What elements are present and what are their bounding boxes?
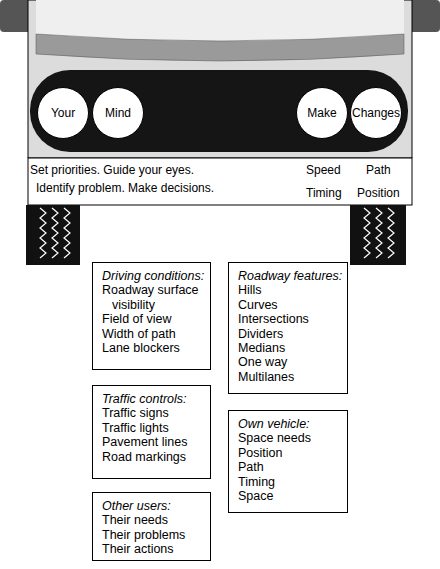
trunk-band: [36, 34, 404, 61]
box-heading: Other users:: [102, 499, 206, 513]
box-heading: Roadway features:: [238, 269, 343, 283]
box-item: Lane blockers: [102, 341, 206, 355]
tread-line: [376, 208, 382, 258]
box-item: Their actions: [102, 542, 206, 556]
bumper-band: [28, 158, 412, 205]
box-item: Roadway surface visibility: [102, 283, 206, 312]
bumper-label: Position: [357, 186, 400, 200]
box-item: Road markings: [102, 450, 206, 464]
box-item: Pavement lines: [102, 435, 206, 449]
tread-line: [40, 208, 46, 258]
box-heading: Traffic controls:: [102, 392, 206, 406]
tread-line: [388, 208, 394, 258]
trunk-lid: [36, 0, 404, 41]
factor-box: Other users:Their needsTheir problemsThe…: [92, 492, 211, 561]
circle-word: Mind: [105, 106, 131, 120]
box-item: Field of view: [102, 312, 206, 326]
tread-line: [64, 208, 70, 258]
tire-tread: [40, 208, 394, 258]
circle-word: Make: [307, 106, 336, 120]
box-item: Dividers: [238, 327, 343, 341]
box-item: Intersections: [238, 312, 343, 326]
tread-line: [364, 208, 370, 258]
bumper-label: Identify problem. Make decisions.: [36, 181, 214, 195]
word-circle: Mind: [92, 87, 144, 139]
box-item: Multilanes: [238, 370, 343, 384]
taillight-bar: [30, 70, 408, 152]
tread-line: [52, 208, 58, 258]
bumper-label: Path: [366, 163, 391, 177]
factor-box: Driving conditions:Roadway surface visib…: [92, 262, 211, 370]
car-body: [28, 0, 412, 158]
factor-box: Roadway features:HillsCurvesIntersection…: [228, 262, 348, 394]
wheel: [26, 205, 80, 265]
bumper-label: Speed: [306, 163, 341, 177]
bumper-label: Timing: [306, 186, 342, 200]
box-item: Their problems: [102, 528, 206, 542]
box-item: Hills: [238, 283, 343, 297]
word-circle: Changes: [350, 87, 402, 139]
box-item: Their needs: [102, 513, 206, 527]
box-item: Traffic signs: [102, 406, 206, 420]
word-circle: Your: [37, 87, 89, 139]
box-item: Width of path: [102, 327, 206, 341]
box-item: Traffic lights: [102, 421, 206, 435]
box-item: Curves: [238, 298, 343, 312]
box-heading: Driving conditions:: [102, 269, 206, 283]
box-item: One way: [238, 355, 343, 369]
word-circle: Make: [296, 87, 348, 139]
wheel: [350, 205, 406, 265]
factor-box: Own vehicle:Space needsPositionPathTimin…: [228, 410, 348, 513]
box-heading: Own vehicle:: [238, 417, 343, 431]
box-item: Path: [238, 460, 343, 474]
factor-box: Traffic controls:Traffic signsTraffic li…: [92, 385, 211, 479]
box-item: Space needs: [238, 431, 343, 445]
circle-word: Changes: [352, 106, 400, 120]
box-item: Position: [238, 446, 343, 460]
box-item: Space: [238, 489, 343, 503]
circle-word: Your: [51, 106, 75, 120]
bumper-label: Set priorities. Guide your eyes.: [30, 163, 194, 177]
box-item: Medians: [238, 341, 343, 355]
box-item: Timing: [238, 475, 343, 489]
